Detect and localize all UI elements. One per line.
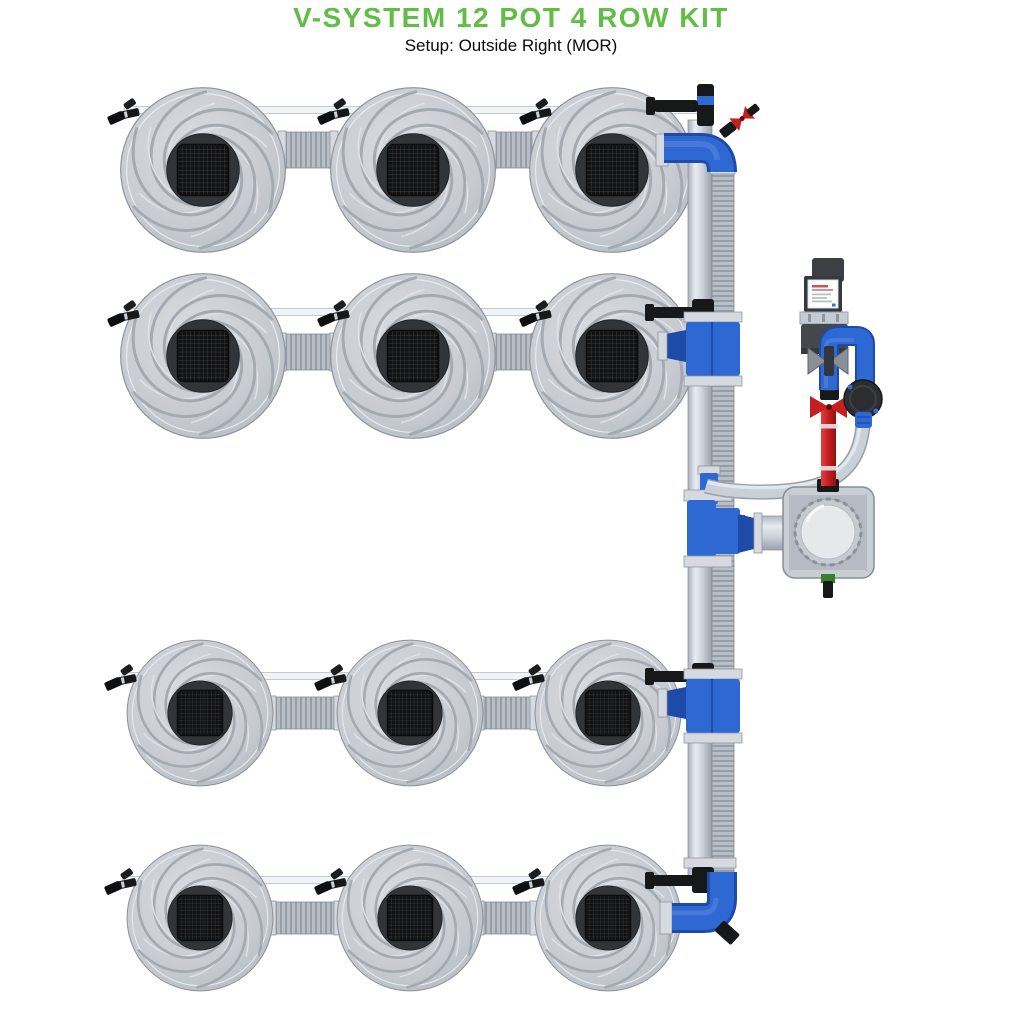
pump-controller-assembly (799, 258, 883, 428)
air-valve (719, 103, 760, 138)
header: V-SYSTEM 12 POT 4 ROW KIT Setup: Outside… (0, 2, 1022, 56)
manifold (645, 84, 791, 945)
pot-row-2 (106, 272, 706, 440)
page-subtitle: Setup: Outside Right (MOR) (404, 36, 618, 55)
gray-ball-valve (807, 346, 849, 376)
reservoir-lid (800, 504, 856, 560)
pot-row-4 (103, 844, 697, 993)
plant-pot (327, 639, 493, 788)
manifold-bottom-elbow (645, 857, 740, 945)
page-title: V-SYSTEM 12 POT 4 ROW KIT (293, 2, 729, 33)
pot-row-3 (103, 639, 699, 788)
pump-piping (819, 326, 875, 390)
plant-pot (117, 844, 283, 993)
plant-pot (327, 844, 493, 993)
feed-pipe-red (821, 408, 836, 486)
drain-fitting (821, 574, 835, 583)
pot-row-1 (106, 86, 706, 254)
water-pump (843, 379, 883, 428)
manifold-top-assembly (646, 84, 760, 173)
pump-outlet-fitting (855, 412, 872, 428)
red-shutoff-valve (810, 396, 847, 418)
dripper-fitting (106, 97, 140, 126)
plant-pot (117, 639, 283, 788)
plant-pot (109, 272, 297, 440)
manifold-row3-junction (645, 663, 743, 744)
reservoir (782, 486, 875, 598)
manifold-row2-junction (645, 299, 743, 387)
plant-pot (319, 272, 507, 440)
